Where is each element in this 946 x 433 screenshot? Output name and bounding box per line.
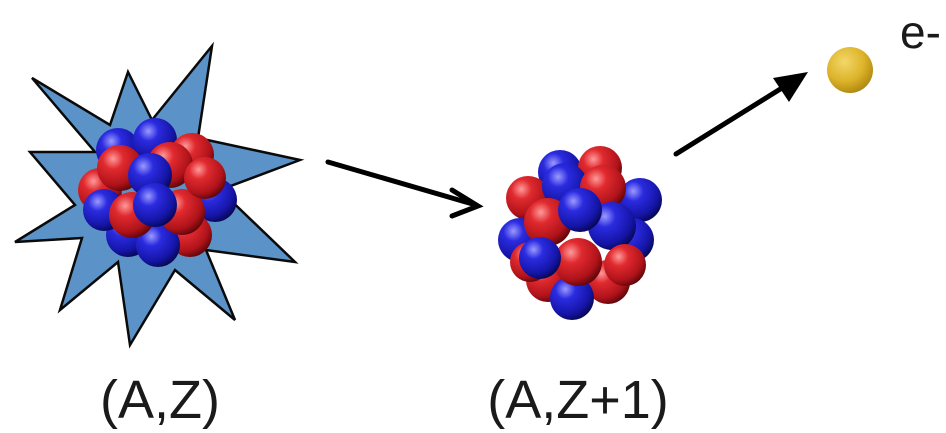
decay-arrow bbox=[328, 162, 476, 205]
neutron-sphere-icon bbox=[558, 188, 602, 232]
daughter-label: (A,Z+1) bbox=[487, 370, 669, 430]
proton-sphere-icon bbox=[554, 238, 602, 286]
neutron-sphere-icon bbox=[519, 237, 561, 279]
emission-arrow bbox=[676, 83, 790, 154]
electron-label: e- bbox=[900, 6, 941, 58]
electron-sphere-icon bbox=[827, 47, 873, 93]
neutron-sphere-icon bbox=[133, 183, 177, 227]
daughter-nucleus bbox=[498, 146, 662, 320]
proton-sphere-icon bbox=[184, 157, 226, 199]
emission-arrow-head-icon bbox=[773, 72, 808, 102]
proton-sphere-icon bbox=[604, 244, 646, 286]
parent-label: (A,Z) bbox=[100, 370, 220, 430]
